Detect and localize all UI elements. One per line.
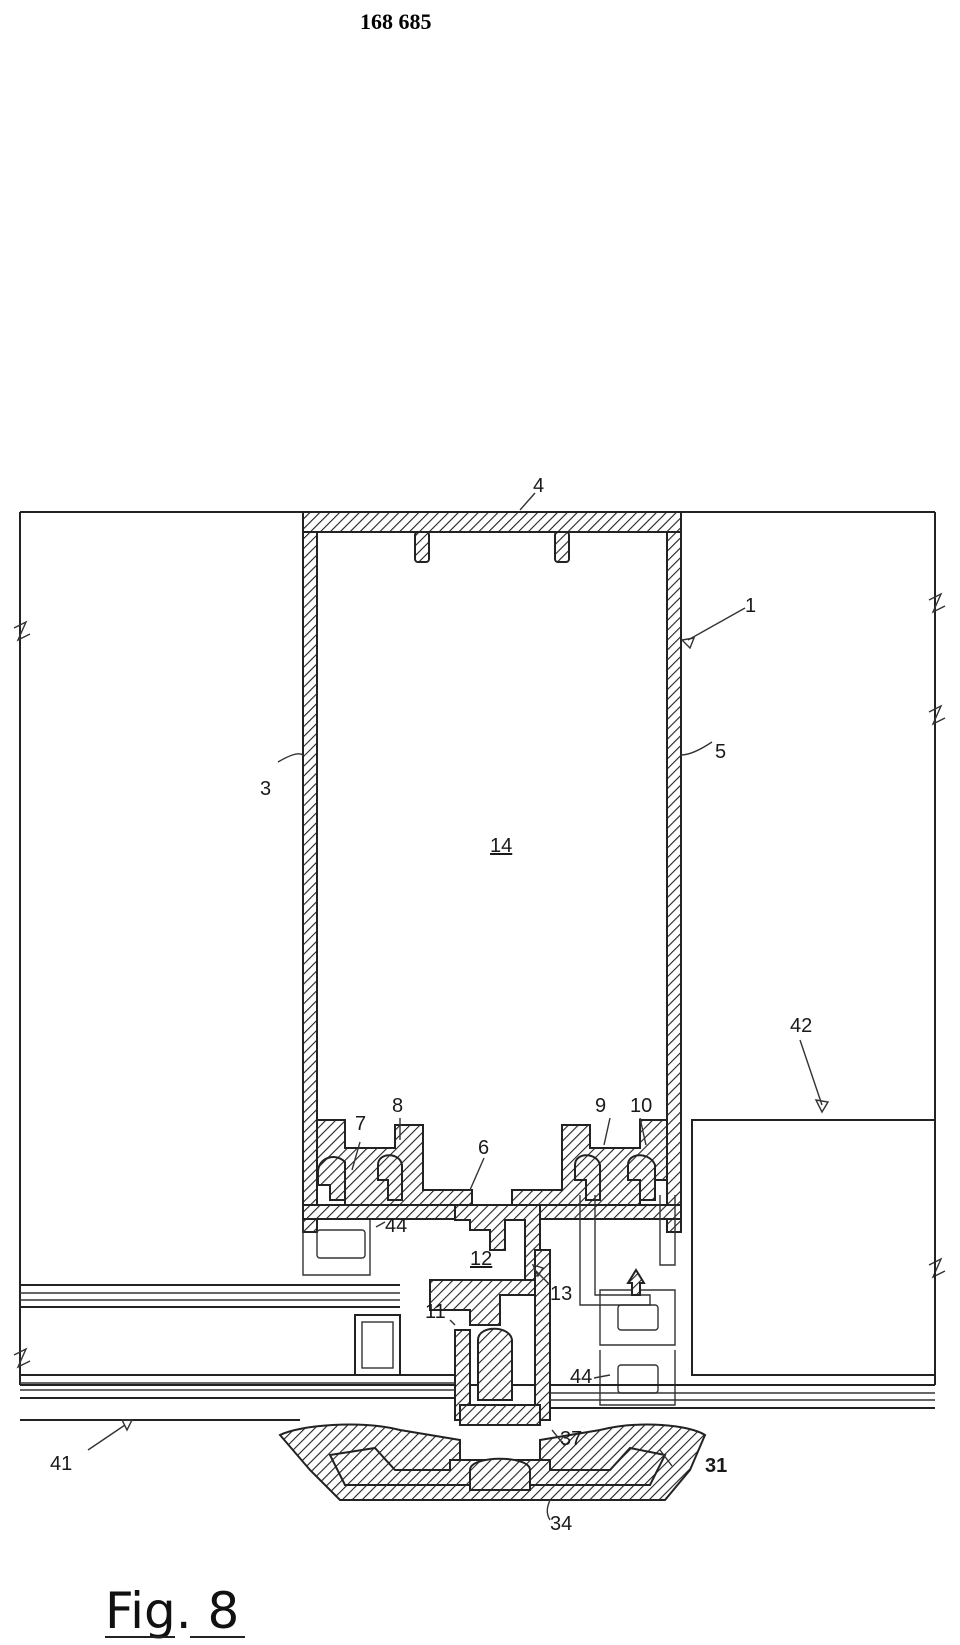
reference-labels: 4 1 3 5 14 42 7 8 9 10 6 44 12 13 11 44 … [50, 475, 812, 1535]
label-37: 37 [560, 1428, 582, 1450]
leader-lines [87, 492, 830, 1521]
glass-panel-right [550, 1119, 936, 1409]
label-8: 8 [392, 1095, 403, 1117]
clip-profiles [317, 1154, 656, 1201]
label-1: 1 [745, 595, 756, 617]
figure-caption: Fig. 8 [105, 1582, 245, 1640]
label-14: 14 [490, 835, 512, 857]
label-42: 42 [790, 1015, 812, 1037]
label-9: 9 [595, 1095, 606, 1117]
label-41: 41 [50, 1453, 72, 1475]
figure-label: Fig. 8 [105, 1582, 239, 1640]
right-inner-profile [579, 1195, 676, 1406]
label-5: 5 [715, 741, 726, 763]
label-31: 31 [705, 1455, 727, 1477]
document-number: 168 685 [360, 9, 432, 34]
label-12: 12 [470, 1248, 492, 1270]
label-4: 4 [533, 475, 544, 497]
glass-panel-left [20, 1284, 455, 1421]
label-7: 7 [355, 1113, 366, 1135]
cover-cap [278, 1404, 707, 1501]
label-3: 3 [260, 778, 271, 800]
left-inner-profile [302, 1220, 371, 1276]
label-34: 34 [550, 1513, 572, 1535]
label-10: 10 [630, 1095, 652, 1117]
label-13: 13 [550, 1283, 572, 1305]
label-6: 6 [478, 1137, 489, 1159]
label-44-left: 44 [385, 1215, 407, 1237]
connector-core [429, 1204, 551, 1421]
label-11: 11 [425, 1301, 446, 1323]
label-44-right: 44 [570, 1366, 592, 1388]
